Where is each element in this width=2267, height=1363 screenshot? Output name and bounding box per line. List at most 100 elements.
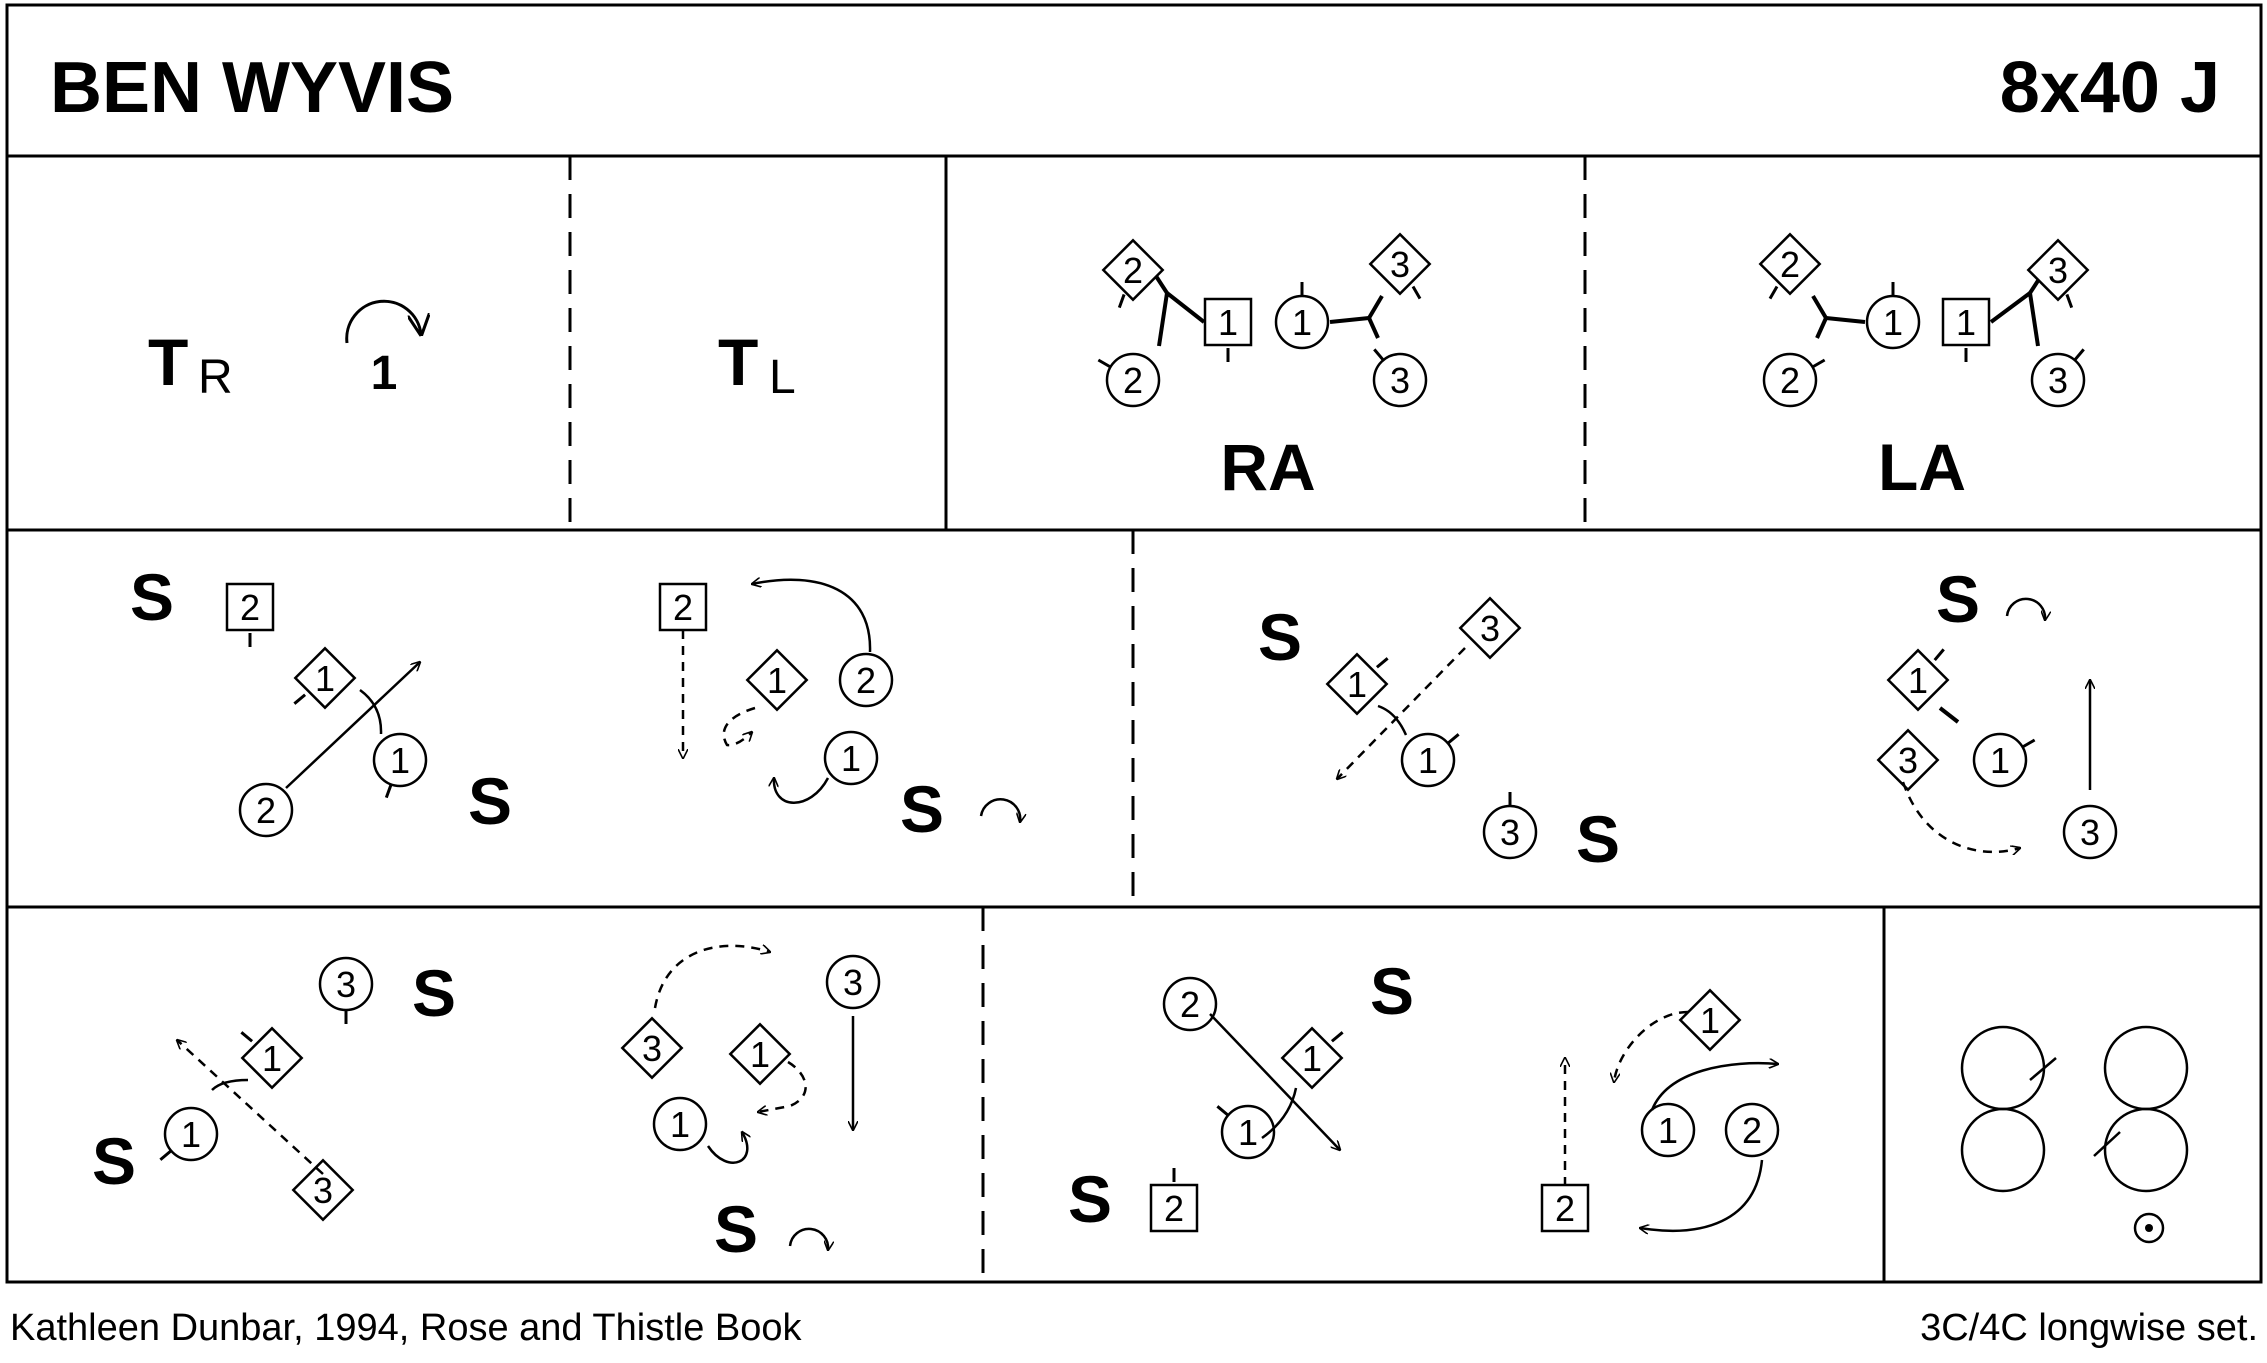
dancer-woman-facing-icon: 1 xyxy=(728,1022,792,1086)
dance-type: 8x40 J xyxy=(2000,48,2220,128)
turn-right-label: T xyxy=(148,325,188,399)
dancer-number: 2 xyxy=(1780,244,1800,285)
dancer-number: 1 xyxy=(1908,660,1928,701)
dancer-man-icon: 1 xyxy=(1216,1104,1276,1160)
dancer-woman-facing-icon: 1 xyxy=(745,648,809,712)
turn-arrow-icon xyxy=(788,1227,828,1250)
dancer-woman-facing-icon: 1 xyxy=(1280,1026,1344,1090)
dancer-woman-facing-icon: 1 xyxy=(1886,648,1950,712)
dancer-man-icon: 3 xyxy=(1482,792,1538,860)
dancer-man-icon: 3 xyxy=(1372,348,1428,408)
movement-paths xyxy=(285,580,2090,852)
dancer-number: 1 xyxy=(767,660,787,701)
dancer-man-icon: 2 xyxy=(1162,976,1218,1032)
dancer-man-icon: 1 xyxy=(159,1106,219,1162)
dancer-number: 2 xyxy=(1164,1188,1184,1229)
dancer-woman-icon: 2 xyxy=(1540,1183,1590,1233)
dancer-number: 3 xyxy=(2048,360,2068,401)
turn-indicator: 1 xyxy=(345,299,421,400)
figure-of-eight-icon xyxy=(1960,1025,2189,1193)
facing-tick xyxy=(1097,358,1112,369)
dancer-woman-facing-icon: 2 xyxy=(1101,238,1165,309)
facing-tick xyxy=(1117,293,1126,309)
dancer-woman-icon: 1 xyxy=(1203,297,1253,362)
dancer-man-icon: 1 xyxy=(1865,282,1921,350)
dancer-man-icon: 2 xyxy=(838,652,894,708)
dancer-man-icon: 3 xyxy=(2030,348,2086,408)
turn-right: T R xyxy=(148,325,233,404)
dancer-number: 1 xyxy=(841,738,861,779)
setting-label: S xyxy=(1576,802,1620,876)
dancer-woman-facing-icon: 2 xyxy=(1758,232,1822,300)
dancer-number: 1 xyxy=(1302,1038,1322,1079)
facing-tick xyxy=(1811,358,1826,369)
dance-title: BEN WYVIS xyxy=(50,48,454,128)
dancer-number: 1 xyxy=(670,1104,690,1145)
dancer-number: 1 xyxy=(1658,1110,1678,1151)
dancer-woman-facing-icon: 3 xyxy=(2026,238,2090,309)
dancer-man-icon: 1 xyxy=(652,1096,708,1152)
dancer-man-icon: 2 xyxy=(1724,1102,1780,1158)
dancer-number: 2 xyxy=(1123,250,1143,291)
footer-set: 3C/4C longwise set. xyxy=(1920,1307,2258,1349)
facing-tick xyxy=(2021,738,2036,749)
turn-left-sub: L xyxy=(769,351,796,404)
dancer-number: 1 xyxy=(262,1038,282,1079)
setting-labels: S S S S S S S S S S S xyxy=(92,560,1980,1266)
dancer-number: 1 xyxy=(1956,302,1976,343)
facing-tick xyxy=(384,783,393,799)
facing-tick xyxy=(1446,733,1460,745)
position-dot-icon xyxy=(2133,1212,2165,1244)
dancer-man-icon: 2 xyxy=(1097,352,1161,408)
dancer-number: 2 xyxy=(1742,1110,1762,1151)
dancer-man-icon: 3 xyxy=(825,954,881,1010)
dancer-number: 2 xyxy=(1555,1188,1575,1229)
right-hands-across-label: RA xyxy=(1220,430,1315,504)
dancer-woman-facing-icon: 1 xyxy=(1325,652,1389,716)
dancer-man-icon: 2 xyxy=(1762,352,1826,408)
dancer-number: 3 xyxy=(1500,812,1520,853)
movement-paths xyxy=(177,946,1778,1231)
dancer-woman-icon: 2 xyxy=(225,582,275,647)
facing-tick xyxy=(1216,1105,1230,1117)
dancer-woman-facing-icon: 1 xyxy=(240,1026,304,1090)
dancer-number: 1 xyxy=(1990,740,2010,781)
dancer-number: 1 xyxy=(750,1034,770,1075)
setting-label: S xyxy=(412,956,456,1030)
dancer-man-icon: 1 xyxy=(1972,732,2036,788)
dancer-man-icon: 1 xyxy=(1400,732,1460,788)
dancer-woman-facing-icon: 3 xyxy=(620,1016,684,1080)
left-hands-across-label: LA xyxy=(1878,430,1966,504)
bar-dividers xyxy=(568,156,1587,1282)
setting-label: S xyxy=(1936,562,1980,636)
dancer-woman-facing-icon: 3 xyxy=(1876,728,1940,792)
facing-tick xyxy=(2065,293,2074,309)
dancer-number: 1 xyxy=(1218,302,1238,343)
dancer-man-icon: 1 xyxy=(1274,282,1330,350)
facing-tick xyxy=(240,1031,254,1043)
setting-label: S xyxy=(468,764,512,838)
dancer-man-icon: 3 xyxy=(2062,804,2118,860)
dancer-man-icon: 2 xyxy=(238,782,294,838)
dancer-number: 3 xyxy=(313,1170,333,1211)
dancer-number: 3 xyxy=(843,962,863,1003)
facing-tick xyxy=(1373,348,1385,362)
dancer-number: 2 xyxy=(856,660,876,701)
setting-label: S xyxy=(92,1124,136,1198)
facing-tick xyxy=(1330,1031,1344,1043)
dancer-number: 2 xyxy=(673,587,693,628)
dancer-man-icon: 1 xyxy=(372,732,428,799)
setting-label: S xyxy=(1370,954,1414,1028)
dancer-number: 3 xyxy=(642,1028,662,1069)
dancer-number: 1 xyxy=(1700,1000,1720,1041)
dancer-number: 3 xyxy=(1898,740,1918,781)
facing-tick xyxy=(1933,648,1945,662)
dancer-number: 1 xyxy=(315,658,335,699)
facing-tick xyxy=(1411,285,1422,300)
dancer-number: 1 xyxy=(1238,1112,1258,1153)
dancer-man-icon: 1 xyxy=(823,730,879,786)
dancer-number: 1 xyxy=(1347,664,1367,705)
setting-label: S xyxy=(130,560,174,634)
